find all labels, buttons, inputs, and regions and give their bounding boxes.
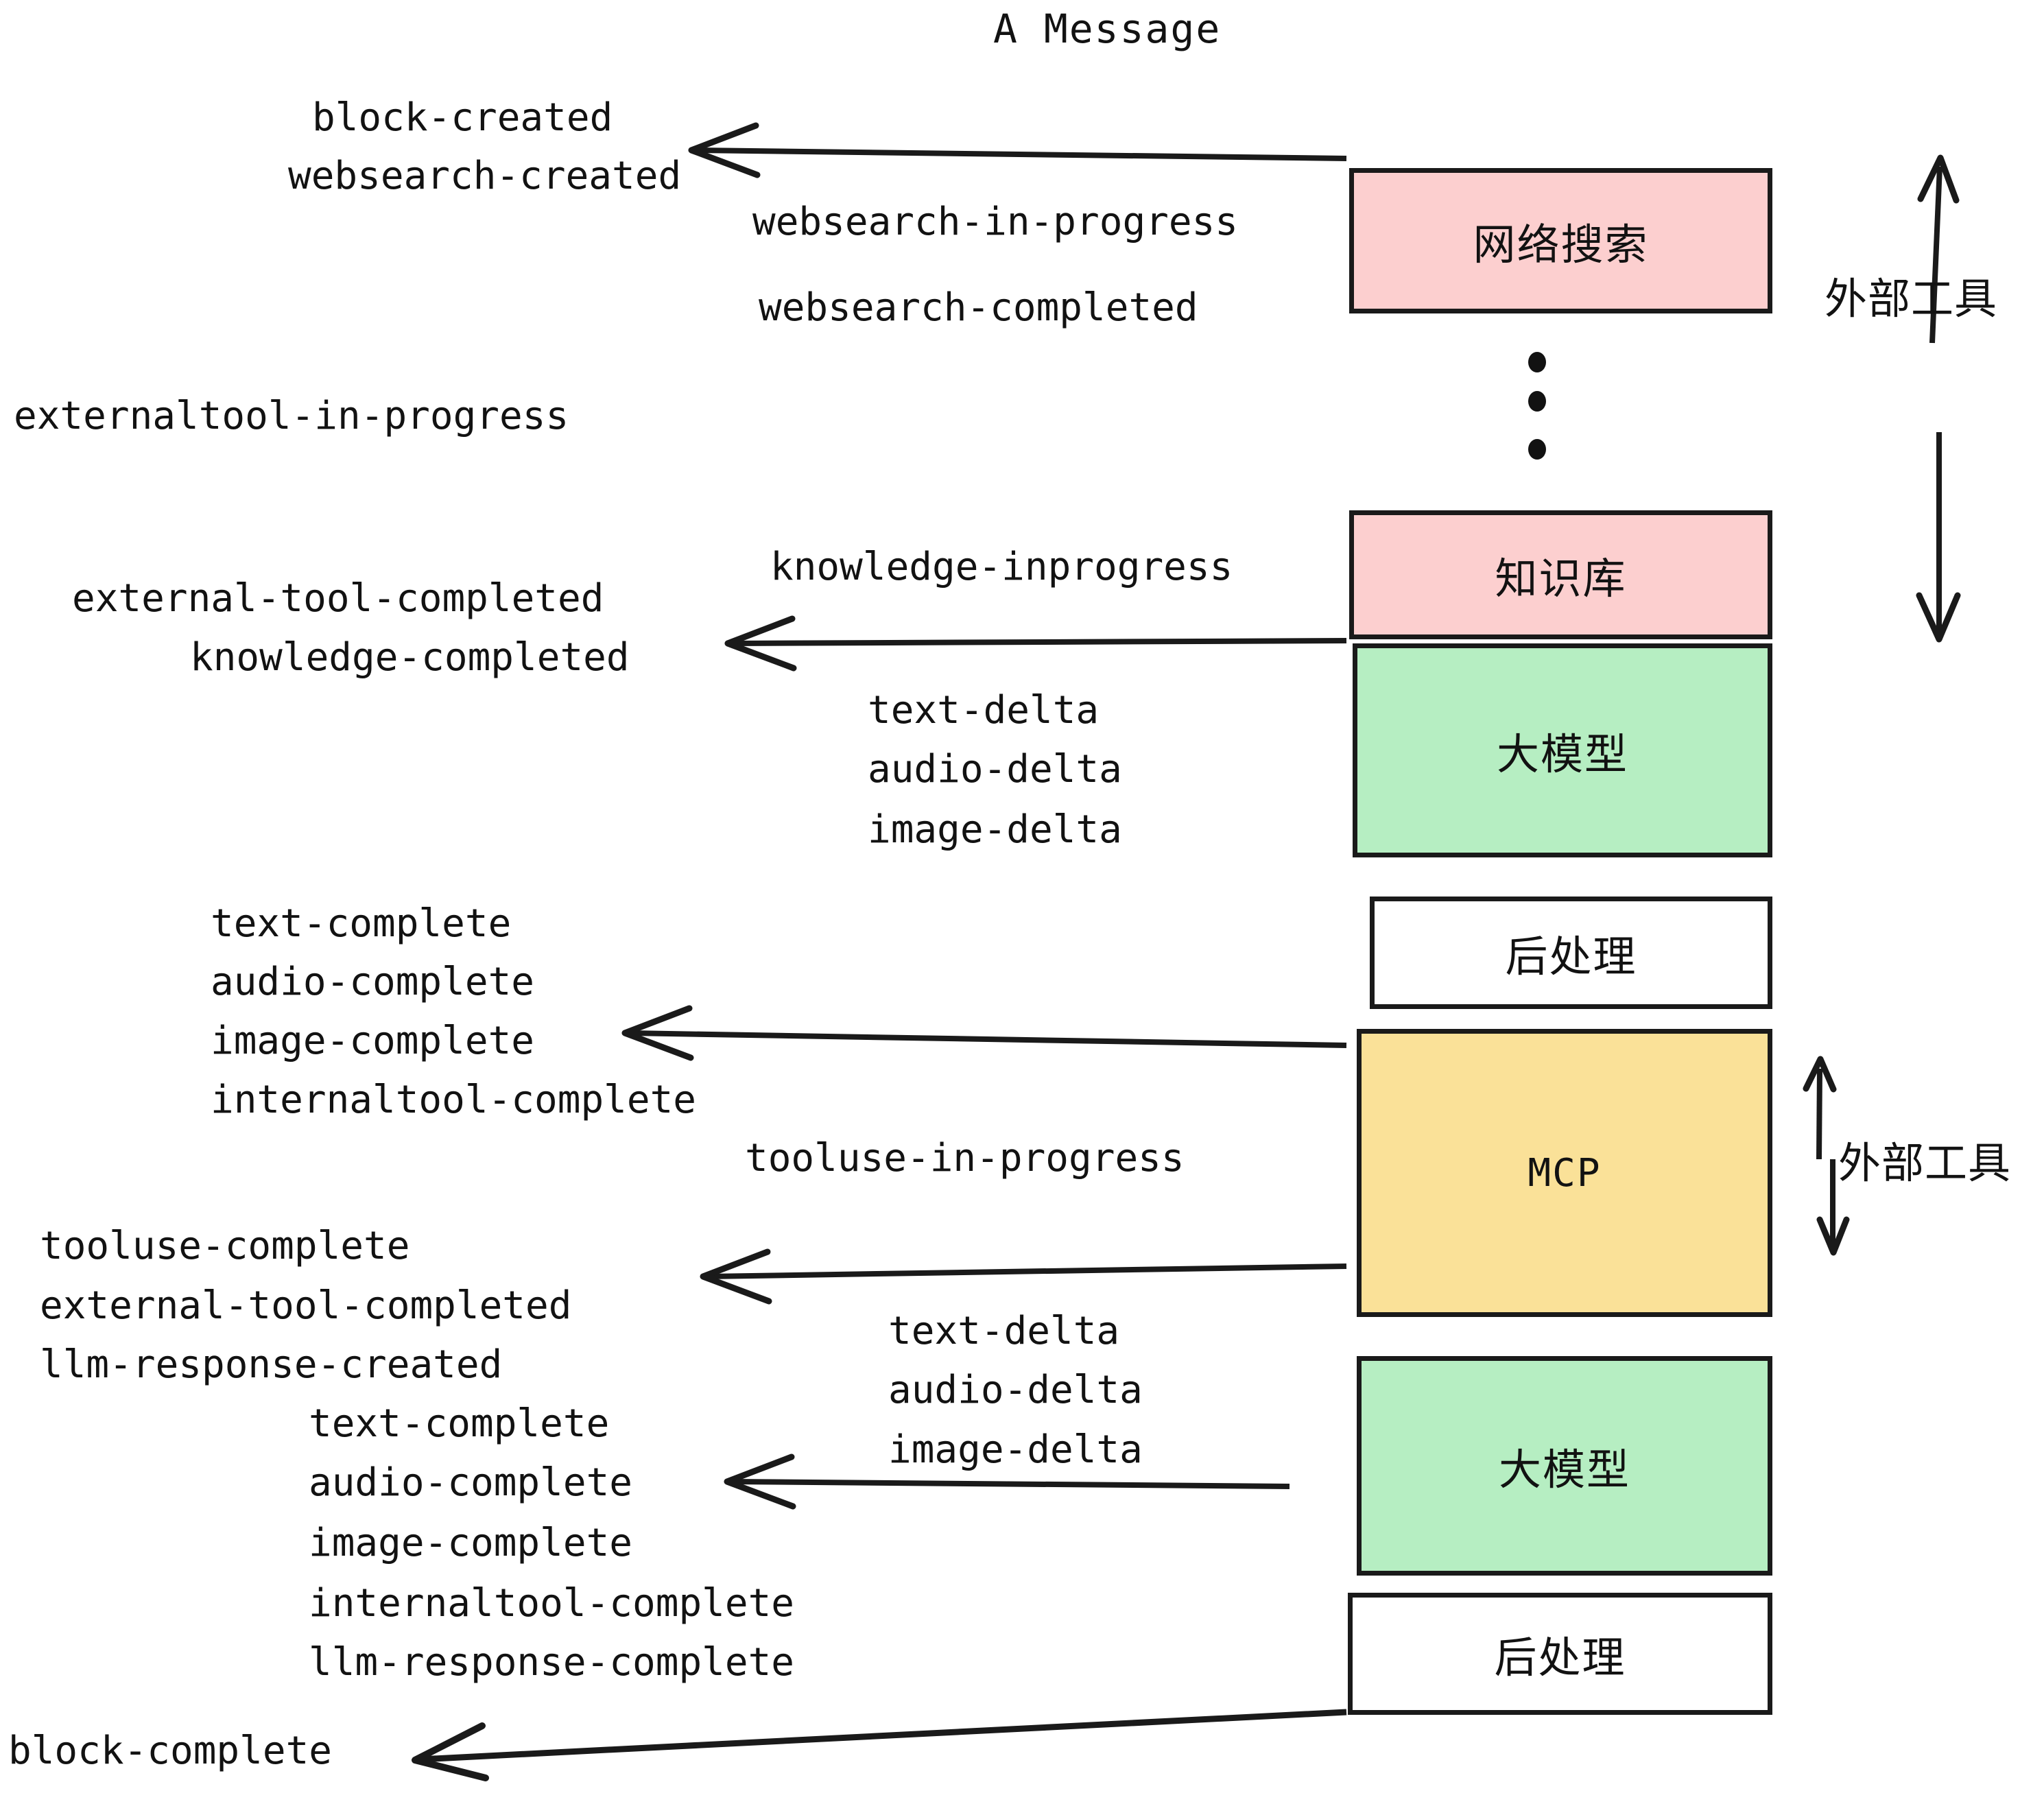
node-mcp-label: MCP xyxy=(1528,1150,1602,1196)
event-block-created: block-created xyxy=(312,95,613,140)
node-postprocess-2-label: 后处理 xyxy=(1494,1633,1626,1683)
event-text-delta-2: text-delta xyxy=(888,1309,1120,1353)
event-externaltool-in-progress: externaltool-in-progress xyxy=(14,394,569,438)
node-llm-2-label: 大模型 xyxy=(1498,1445,1630,1495)
event-image-complete-1: image-complete xyxy=(211,1019,535,1063)
node-mcp[interactable]: MCP xyxy=(1357,1029,1772,1317)
node-websearch-label: 网络搜索 xyxy=(1473,219,1649,270)
external-tools-arrow-top xyxy=(1916,154,1961,643)
event-image-delta-2: image-delta xyxy=(888,1427,1143,1472)
event-websearch-created: websearch-created xyxy=(288,154,682,198)
node-postprocess-1[interactable]: 后处理 xyxy=(1370,897,1772,1009)
event-image-complete-2: image-complete xyxy=(309,1521,633,1565)
arrow-postprocess1-to-left xyxy=(621,1005,1347,1061)
event-audio-complete-1: audio-complete xyxy=(211,960,535,1004)
node-postprocess-2[interactable]: 后处理 xyxy=(1348,1593,1772,1715)
arrow-knowledge-to-left xyxy=(724,615,1347,672)
event-text-complete-1: text-complete xyxy=(211,901,512,946)
node-llm-1[interactable]: 大模型 xyxy=(1353,643,1772,857)
node-knowledgebase[interactable]: 知识库 xyxy=(1349,510,1772,639)
event-tooluse-complete: tooluse-complete xyxy=(40,1224,410,1268)
event-audio-complete-2: audio-complete xyxy=(309,1460,633,1505)
event-internaltool-complete-1: internaltool-complete xyxy=(211,1078,697,1122)
event-llm-response-created: llm-response-created xyxy=(40,1342,503,1387)
diagram-title: A Message xyxy=(993,5,1222,52)
node-websearch[interactable]: 网络搜索 xyxy=(1349,168,1772,313)
event-audio-delta-2: audio-delta xyxy=(888,1368,1143,1412)
event-audio-delta-1: audio-delta xyxy=(868,747,1122,792)
event-block-complete: block-complete xyxy=(8,1729,333,1773)
event-websearch-in-progress: websearch-in-progress xyxy=(752,200,1239,244)
label-external-tools-bottom: 外部工具 xyxy=(1838,1138,2012,1188)
event-external-tool-completed-1: external-tool-completed xyxy=(72,576,604,621)
event-websearch-completed: websearch-completed xyxy=(759,285,1198,330)
arrow-websearch-to-left xyxy=(688,122,1347,178)
ellipsis-dot-3 xyxy=(1528,439,1546,460)
ellipsis-dot-2 xyxy=(1528,391,1546,412)
ellipsis-dot-1 xyxy=(1528,352,1546,372)
node-knowledgebase-label: 知识库 xyxy=(1495,554,1627,604)
event-text-complete-2: text-complete xyxy=(309,1401,610,1446)
arrow-mcp-to-left xyxy=(700,1248,1347,1305)
event-internaltool-complete-2: internaltool-complete xyxy=(309,1581,795,1626)
label-external-tools-top: 外部工具 xyxy=(1825,274,1998,324)
event-tooluse-in-progress: tooluse-in-progress xyxy=(745,1136,1185,1180)
node-postprocess-1-label: 后处理 xyxy=(1505,931,1637,982)
node-llm-2[interactable]: 大模型 xyxy=(1357,1356,1772,1576)
event-external-tool-completed-2: external-tool-completed xyxy=(40,1283,572,1328)
event-llm-response-complete: llm-response-complete xyxy=(309,1640,795,1685)
event-text-delta-1: text-delta xyxy=(868,688,1100,733)
node-llm-1-label: 大模型 xyxy=(1496,729,1628,779)
event-knowledge-inprogress: knowledge-inprogress xyxy=(770,545,1233,589)
event-image-delta-1: image-delta xyxy=(868,807,1122,852)
arrow-postprocess2-to-left xyxy=(412,1709,1347,1781)
event-knowledge-completed: knowledge-completed xyxy=(190,635,630,680)
